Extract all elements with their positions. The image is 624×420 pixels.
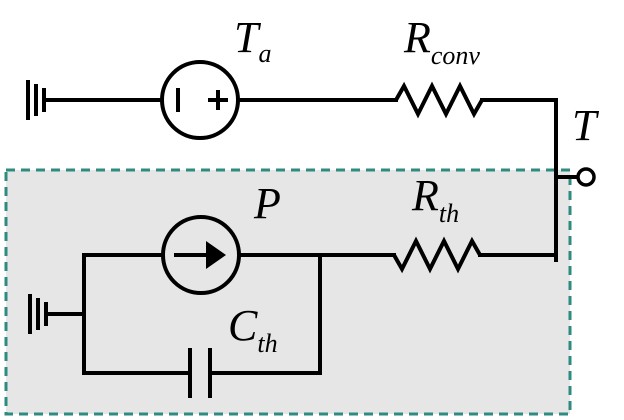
label-ta: Ta bbox=[234, 13, 271, 68]
ground-icon-top bbox=[26, 80, 46, 120]
resistor-rconv bbox=[394, 81, 484, 119]
wire-top-right bbox=[480, 98, 558, 262]
label-p: P bbox=[253, 179, 281, 228]
label-rth: Rth bbox=[411, 171, 459, 228]
label-t: T bbox=[572, 101, 600, 150]
node-t-terminal bbox=[576, 167, 596, 187]
thermal-model-box bbox=[4, 168, 572, 416]
label-rconv: Rconv bbox=[403, 13, 480, 70]
label-cth: Cth bbox=[228, 301, 278, 358]
wire-cap-right bbox=[208, 253, 322, 375]
resistor-rth bbox=[392, 236, 482, 274]
voltage-source-ta bbox=[160, 60, 240, 140]
